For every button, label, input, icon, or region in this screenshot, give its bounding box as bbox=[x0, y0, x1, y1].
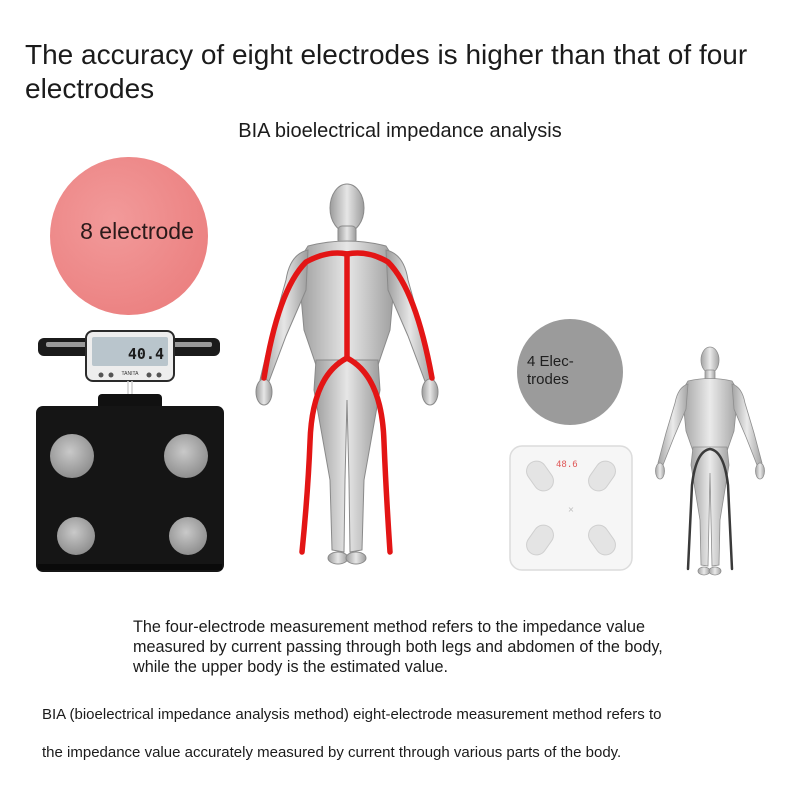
four-electrode-label: 4 Elec- trodes bbox=[527, 353, 597, 389]
eight-electrode-description-line-1: BIA (bioelectrical impedance analysis me… bbox=[42, 706, 662, 723]
foot-electrode-pad bbox=[57, 517, 95, 555]
four-electrode-description: The four-electrode measurement method re… bbox=[133, 618, 663, 676]
scale-brand: TANITA bbox=[121, 371, 139, 377]
foot-electrode-pad bbox=[526, 524, 554, 556]
svg-text:×: × bbox=[568, 505, 575, 514]
foot-electrode-pad bbox=[50, 434, 94, 478]
foot-electrode-pad bbox=[588, 524, 616, 556]
foot-electrode-pad bbox=[169, 517, 207, 555]
scale-four-reading: 48.6 bbox=[556, 460, 578, 470]
eight-electrode-description-line-2: the impedance value accurately measured … bbox=[42, 744, 622, 761]
human-figure-four-electrode bbox=[655, 346, 765, 576]
headline: The accuracy of eight electrodes is high… bbox=[25, 39, 748, 104]
eight-electrode-badge: 8 electrode bbox=[50, 157, 208, 315]
foot-electrode-pad bbox=[526, 460, 554, 492]
subtitle: BIA bioelectrical impedance analysis bbox=[238, 120, 562, 142]
four-electrode-label-line: 4 Elec- bbox=[527, 353, 574, 370]
eight-electrode-scale-illustration: 40.4 TANITA bbox=[36, 330, 224, 572]
four-electrode-scale-illustration: 48.6 × bbox=[509, 445, 633, 571]
four-electrode-current-path bbox=[686, 447, 734, 571]
lcd-screen bbox=[92, 337, 168, 366]
foot-electrode-pad bbox=[164, 434, 208, 478]
four-electrode-label-line: trodes bbox=[527, 371, 569, 388]
foot-electrode-pad bbox=[588, 460, 616, 492]
eight-electrode-current-path bbox=[261, 250, 435, 555]
four-electrode-badge: 4 Elec- trodes bbox=[517, 319, 623, 425]
human-figure-eight-electrode bbox=[255, 183, 439, 565]
eight-electrode-label: 8 electrode bbox=[80, 217, 194, 244]
scale-eight-reading: 40.4 bbox=[128, 345, 164, 363]
